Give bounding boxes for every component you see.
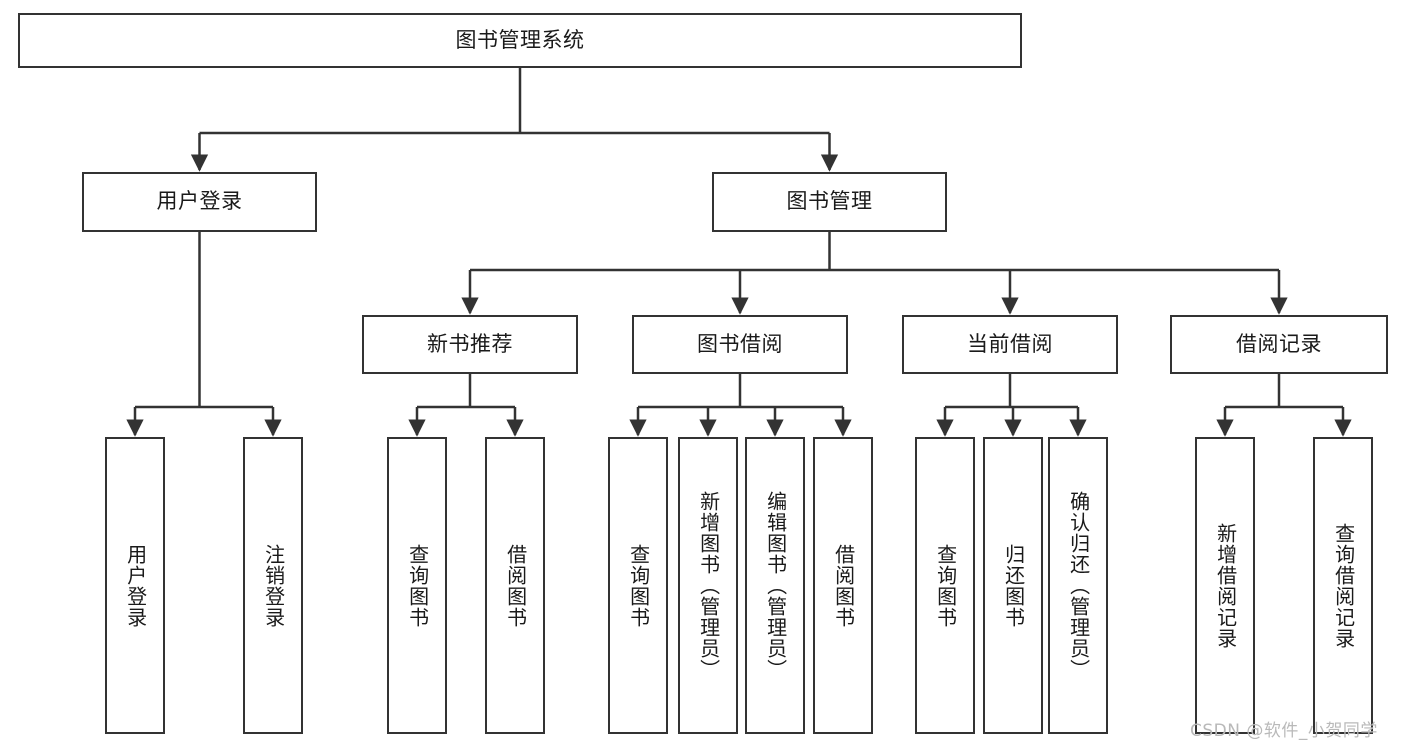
node-leaf-confirm-return-label: 确认归还（管理员） [1066,491,1091,680]
node-current-borrow-label: 当前借阅 [967,331,1053,356]
node-leaf-borrow-book-1-label: 借阅图书 [503,543,528,628]
node-book-borrow[interactable]: 图书借阅 [632,315,848,374]
node-book-manage-label: 图书管理 [786,189,873,214]
csdn-watermark: CSDN @软件_小贺同学 [1190,721,1378,741]
node-leaf-query-book-2[interactable]: 查询图书 [608,437,668,734]
node-leaf-query-book-1-label: 查询图书 [405,543,430,628]
node-root[interactable]: 图书管理系统 [18,13,1022,68]
node-leaf-borrow-book-2[interactable]: 借阅图书 [813,437,873,734]
node-leaf-add-book[interactable]: 新增图书（管理员） [678,437,738,734]
node-leaf-query-book-3-label: 查询图书 [933,543,958,628]
node-leaf-edit-book-label: 编辑图书（管理员） [763,491,788,680]
node-book-manage[interactable]: 图书管理 [712,172,947,232]
node-borrow-record-label: 借阅记录 [1236,331,1322,356]
node-leaf-return-book[interactable]: 归还图书 [983,437,1043,734]
node-leaf-user-login[interactable]: 用户登录 [105,437,165,734]
node-leaf-query-record-label: 查询借阅记录 [1331,522,1356,649]
node-leaf-add-record[interactable]: 新增借阅记录 [1195,437,1255,734]
node-leaf-query-book-2-label: 查询图书 [626,543,651,628]
node-new-book-rec[interactable]: 新书推荐 [362,315,578,374]
node-current-borrow[interactable]: 当前借阅 [902,315,1118,374]
node-new-book-rec-label: 新书推荐 [427,331,513,356]
node-leaf-query-record[interactable]: 查询借阅记录 [1313,437,1373,734]
node-leaf-borrow-book-1[interactable]: 借阅图书 [485,437,545,734]
node-leaf-query-book-3[interactable]: 查询图书 [915,437,975,734]
node-leaf-confirm-return[interactable]: 确认归还（管理员） [1048,437,1108,734]
node-leaf-user-login-label: 用户登录 [123,543,148,628]
node-leaf-return-book-label: 归还图书 [1001,543,1026,628]
node-root-label: 图书管理系统 [455,27,585,52]
node-leaf-logout[interactable]: 注销登录 [243,437,303,734]
node-book-borrow-label: 图书借阅 [697,331,783,356]
node-borrow-record[interactable]: 借阅记录 [1170,315,1388,374]
node-leaf-borrow-book-2-label: 借阅图书 [831,543,856,628]
node-user-login-label: 用户登录 [156,189,243,214]
node-leaf-add-record-label: 新增借阅记录 [1213,522,1238,649]
node-leaf-query-book-1[interactable]: 查询图书 [387,437,447,734]
node-user-login[interactable]: 用户登录 [82,172,317,232]
node-leaf-add-book-label: 新增图书（管理员） [696,491,721,680]
node-leaf-edit-book[interactable]: 编辑图书（管理员） [745,437,805,734]
node-leaf-logout-label: 注销登录 [261,543,286,628]
